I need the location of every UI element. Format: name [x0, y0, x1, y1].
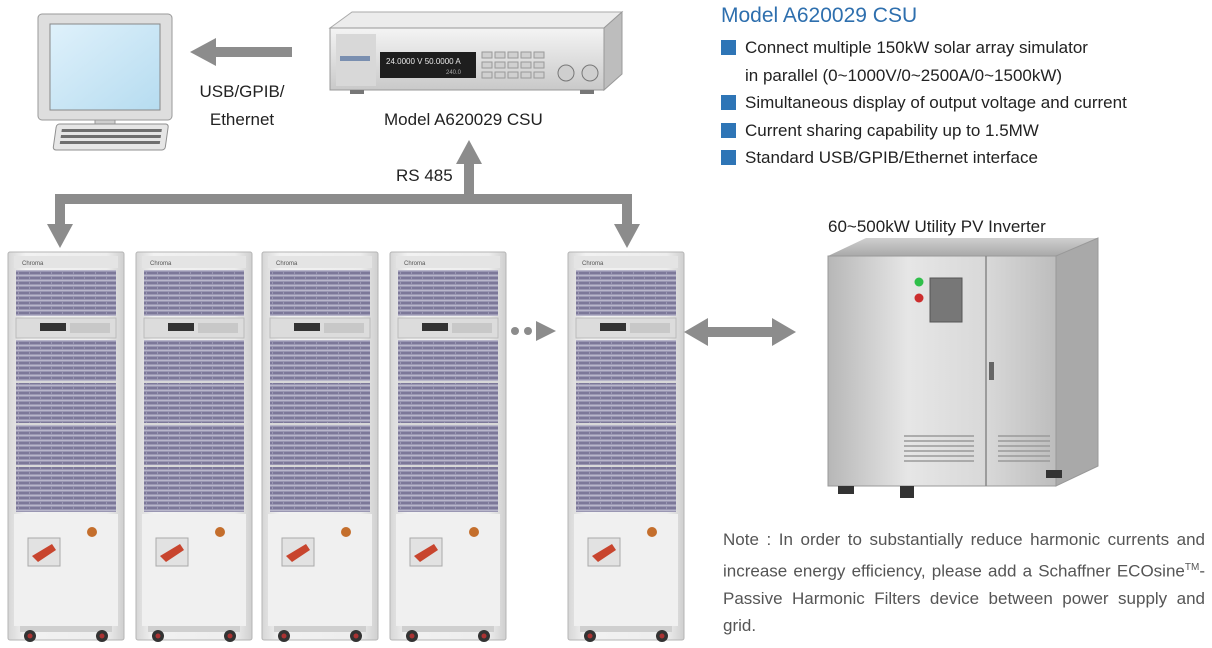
spec-bullet-text: Current sharing capability up to 1.5MW [745, 120, 1039, 140]
note-prefix: Note : In order to substantially reduce … [723, 530, 1205, 581]
spec-panel-title: Model A620029 CSU [721, 4, 918, 27]
rack-cabinet-icon [135, 251, 253, 643]
spec-bullet-text: Standard USB/GPIB/Ethernet interface [745, 148, 1038, 167]
computer-icon [37, 13, 173, 151]
interface-label-line2: Ethernet [209, 110, 275, 129]
svg-text:240.0: 240.0 [446, 70, 462, 76]
note-text: Note : In order to substantially reduce … [723, 526, 1205, 640]
rs485-bus-arrows [47, 140, 640, 248]
rs485-label: RS 485 [396, 166, 453, 185]
rack-cabinet-icon [7, 251, 125, 643]
spec-bullet: Connect multiple 150kW solar array simul… [721, 34, 1201, 89]
bullet-square-icon [721, 40, 736, 55]
interface-label-line1: USB/GPIB/ [199, 82, 285, 101]
csu-model-label: Model A620029 CSU [384, 110, 543, 129]
spec-bullet-text: Simultaneous display of output voltage a… [745, 93, 1127, 112]
rack-cabinet-icon [389, 251, 507, 643]
arrow-icon [190, 38, 292, 66]
interface-label: USB/GPIB/ Ethernet [192, 78, 292, 134]
csu-unit-icon: 24.0000 V 50.0000 A 240.0 [328, 10, 624, 94]
spec-bullet: Standard USB/GPIB/Ethernet interface [721, 144, 1201, 172]
svg-text:24.0000 V 50.0000 A: 24.0000 V 50.0000 A [386, 57, 461, 66]
spec-panel: Model A620029 CSU Connect multiple 150kW… [721, 4, 1201, 172]
spec-bullet-text: Connect multiple 150kW solar array simul… [745, 38, 1088, 57]
spec-bullet: Simultaneous display of output voltage a… [721, 89, 1201, 117]
bullet-square-icon [721, 95, 736, 110]
rack-cabinet-icon [261, 251, 379, 643]
ellipsis-icon [511, 321, 556, 341]
spec-bullet-text: in parallel (0~1000V/0~2500A/0~1500kW) [745, 65, 1063, 85]
inverter-label: 60~500kW Utility PV Inverter [828, 217, 1046, 236]
note-suffix: -Passive Harmonic Filters device between… [723, 561, 1205, 636]
arrow-icon [684, 318, 796, 346]
rack-cabinet-icon [567, 251, 685, 643]
bullet-square-icon [721, 122, 736, 138]
pv-inverter-icon [827, 237, 1099, 498]
spec-bullet: Current sharing capability up to 1.5MW [721, 117, 1201, 145]
bullet-square-icon [721, 150, 736, 165]
trademark-mark: TM [1184, 561, 1200, 573]
